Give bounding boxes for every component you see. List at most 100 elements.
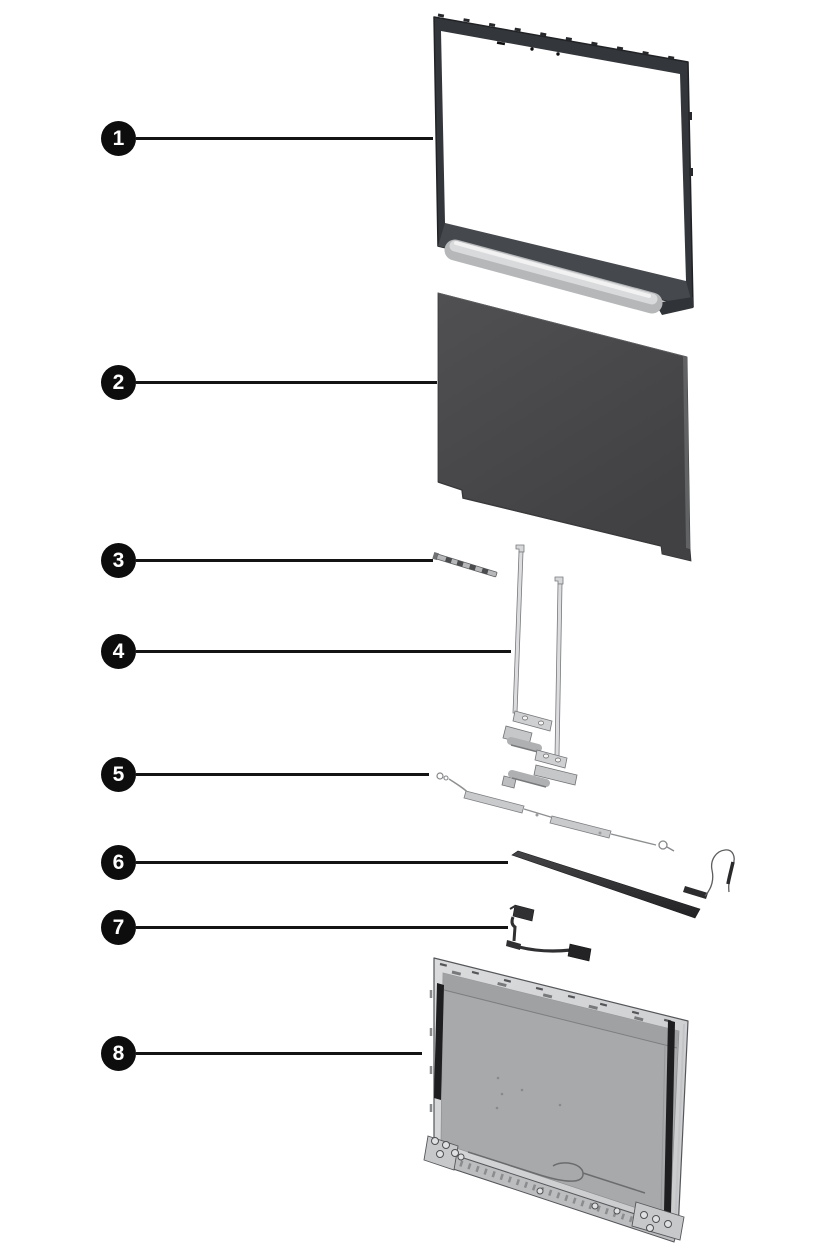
panel-body [437,292,692,562]
callout-7-badge: 7 [101,910,136,945]
antenna-end-ring [658,840,668,850]
display-panel [437,292,692,562]
callout-6-line [136,861,508,864]
rail-bar [512,551,524,714]
cable-stem [510,916,517,942]
antenna-wire [448,778,469,794]
cover-screws [431,1137,672,1232]
callout-1: 1 [101,121,433,156]
callout-3-number: 3 [112,549,125,572]
callout-3-line [136,559,433,562]
hinge-plate [533,764,578,786]
callout-7-number: 7 [112,916,125,939]
rail-bracket [534,749,568,769]
camera-dot [530,47,534,51]
hinge-kit [501,544,578,789]
panel-right-edge [683,356,690,549]
antenna-pad [549,815,612,839]
screw-hole [538,720,544,726]
cover-antenna-strip-right [664,1020,675,1213]
screw-hole [543,753,549,759]
cover-right-edge-highlight [674,1023,685,1229]
hinge-barrel [507,737,542,752]
callout-5: 5 [101,757,429,792]
bezel-bottom-lip [655,297,693,315]
camera-slot [496,41,506,46]
display-bezel [433,13,694,315]
callout-7: 7 [101,910,508,945]
callout-4: 4 [101,634,511,669]
antenna-wire [523,808,555,819]
rail-bar [554,583,563,757]
panel-bottom-edge [437,481,662,547]
bezel-side-tab [688,112,692,120]
bezel-top-tabs [437,13,690,63]
camera-module-board [436,553,498,578]
cable-connector-top [512,904,535,922]
callout-3-badge: 3 [101,543,136,578]
callout-4-badge: 4 [101,634,136,669]
antenna-end-ring [443,775,449,781]
bezel-chin [438,223,693,307]
callout-1-badge: 1 [101,121,136,156]
hinge-cover [511,849,735,919]
antenna-wire [610,833,657,846]
rail-top-hook [515,544,525,553]
hinge-cap-body [449,240,658,305]
antenna-end-ring [436,772,444,780]
callout-5-badge: 5 [101,757,136,792]
cable-routing-channel [467,1151,646,1194]
cable-connector-end [567,943,592,962]
camera-chip [468,564,477,571]
hinge-cover-strip [511,850,701,919]
antenna-pad [463,790,525,814]
cover-rivet-dots [495,1076,562,1110]
callout-3: 3 [101,543,433,578]
hinge-barrel-shadow [510,744,539,753]
display-cable [506,904,592,962]
callout-6: 6 [101,845,508,880]
callout-5-line [136,773,429,776]
cover-right-seam [660,1044,666,1211]
camera-chip [481,567,489,575]
callout-2-line [136,381,437,384]
callout-8-number: 8 [112,1042,125,1065]
rail-bracket [512,710,553,732]
callout-6-badge: 6 [101,845,136,880]
callout-5-number: 5 [112,763,125,786]
antenna-assembly [436,772,675,852]
cable-elbow [506,940,521,950]
callout-1-line [136,137,433,140]
cable-connector-tip [509,905,516,910]
rail-top-hook [554,576,564,585]
callout-8-line [136,1052,422,1055]
hinge-rail-left [502,544,553,753]
hinge-rail-right [501,576,578,789]
camera-chip [445,556,453,564]
microphone-dot [556,52,560,56]
camera-chip [456,560,464,567]
antenna-bump [598,831,602,835]
hinge-barrel [508,770,550,787]
callout-2: 2 [101,365,437,400]
callout-1-number: 1 [112,127,125,150]
camera-module [432,552,498,578]
panel-top-edge [437,292,688,358]
callout-4-number: 4 [112,640,125,663]
cover-seam [443,989,678,1049]
callout-7-line [136,926,508,929]
bezel-opening [441,31,686,281]
screw-hole [522,715,528,721]
callout-6-number: 6 [112,851,125,874]
callout-8: 8 [101,1036,422,1071]
cover-top-latch-slots [451,970,677,1030]
cable-run [518,945,572,953]
cover-antenna-strip-left [434,983,444,1100]
callout-2-badge: 2 [101,365,136,400]
screw-hole [555,757,561,763]
display-back-cover [423,957,689,1243]
callout-2-number: 2 [112,371,125,394]
bezel-side-tab [689,168,693,176]
